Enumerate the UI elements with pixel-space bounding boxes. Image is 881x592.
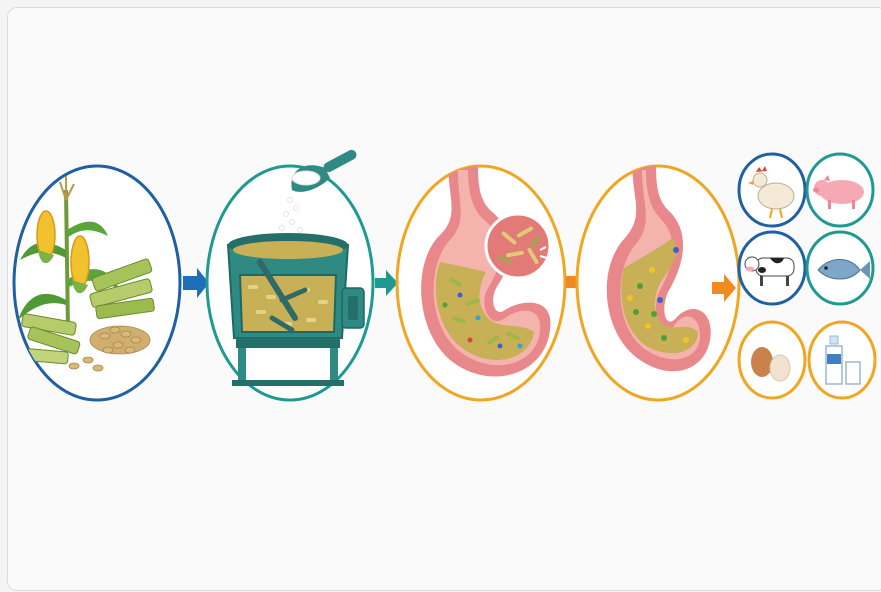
product-fish	[807, 232, 873, 304]
stage-mixing	[207, 148, 373, 400]
stage-absorption	[577, 160, 739, 400]
arrow-1-icon	[183, 268, 209, 298]
product-chicken	[739, 154, 805, 226]
arrow-2-icon	[375, 270, 398, 296]
product-pig	[807, 154, 873, 226]
stage-crops	[14, 166, 180, 400]
product-milk	[809, 322, 875, 398]
product-eggs	[739, 322, 805, 398]
product-cow	[739, 232, 805, 304]
stage-digestion	[397, 160, 565, 400]
products-grid	[739, 154, 875, 398]
